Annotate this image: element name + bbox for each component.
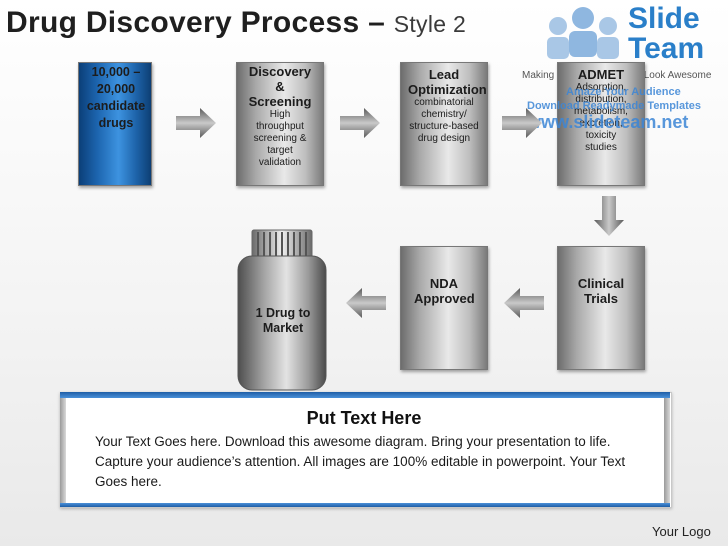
logo-team-text: Team <box>628 32 705 65</box>
watermark-line1: Amaze Your Audience <box>566 86 681 98</box>
discovery-desc: High throughput screening & target valid… <box>253 109 307 168</box>
card-clinical-trials <box>557 246 645 370</box>
panel-left-edge <box>60 398 66 503</box>
discovery-screening-text: Discovery & Screening High throughput sc… <box>236 64 324 169</box>
arrow-left-icon <box>504 288 544 318</box>
clinical-trials-text: Clinical Trials <box>557 276 645 306</box>
lead-optimization-text: Lead Optimization combinatorial chemistr… <box>398 67 490 145</box>
arrow-down-icon <box>594 196 624 236</box>
card-admet <box>557 62 645 186</box>
admet-text: ADMET Adsorption, distribution, metaboli… <box>557 67 645 154</box>
people-logo-icon <box>547 7 619 59</box>
arrow-right-icon <box>176 108 216 138</box>
text-panel <box>60 392 672 508</box>
arrow-right-icon <box>340 108 380 138</box>
discovery-heading: Discovery & Screening <box>248 64 312 109</box>
card-lead-optimization <box>400 62 488 186</box>
title-main: Drug Discovery Process – <box>6 6 394 39</box>
footer-logo-text: Your Logo <box>652 524 711 539</box>
panel-top-border <box>60 392 670 398</box>
market-label: 1 Drug to Market <box>255 306 311 335</box>
page-title: Drug Discovery Process – Style 2 <box>6 6 466 40</box>
card-discovery-screening <box>236 62 324 186</box>
arrow-left-icon <box>346 288 386 318</box>
watermark-line3: www.slideteam.net <box>527 112 689 132</box>
lead-desc: combinatorial chemistry/ structure-based… <box>409 97 479 144</box>
pill-bottle-icon <box>237 229 327 391</box>
admet-heading: ADMET <box>577 67 625 82</box>
nda-heading: NDA Approved <box>414 276 475 306</box>
title-style: Style 2 <box>393 11 467 37</box>
admet-desc: Adsorption, distribution, metabolism, ex… <box>574 82 628 153</box>
card-nda-approved <box>400 246 488 370</box>
arrow-right-icon <box>502 108 542 138</box>
watermark-line2: Download Readymade Templates <box>527 100 702 112</box>
nda-approved-text: NDA Approved <box>400 276 488 306</box>
panel-body-text: Your Text Goes here. Download this aweso… <box>95 434 626 489</box>
candidate-drugs-label: 10,000 – 20,000 candidate drugs <box>86 65 146 130</box>
panel-right-edge <box>664 398 670 503</box>
logo-slide-text: Slide <box>628 2 700 35</box>
lead-heading: Lead Optimization <box>408 67 487 97</box>
card-candidate-drugs <box>78 62 152 186</box>
panel-bottom-border <box>60 503 670 507</box>
clinical-heading: Clinical Trials <box>577 276 625 306</box>
panel-title: Put Text Here <box>306 408 422 428</box>
